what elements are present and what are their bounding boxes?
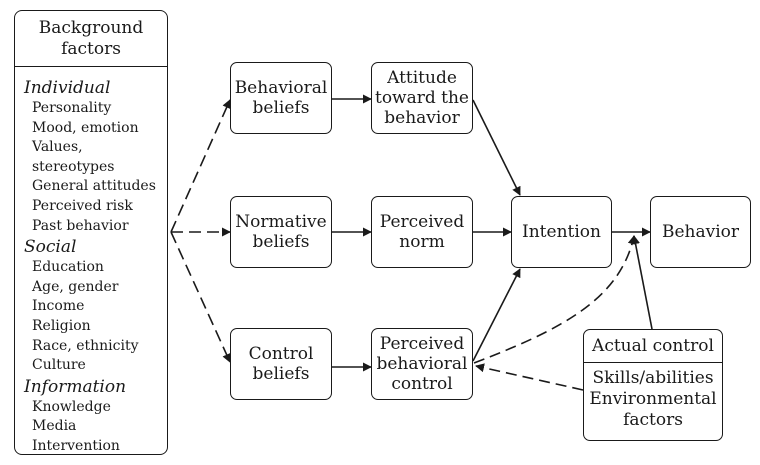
background-factors-list: Individual Personality Mood, emotion Val… [24,77,167,457]
factor-item: Past behavior [32,217,129,234]
behavioral-beliefs-line-2: beliefs [252,98,310,118]
behavior-box: Behavior [650,196,751,268]
actual-control-line-2: Environmental [589,389,717,409]
background-title-line-2: factors [61,39,121,59]
arrow-pbc-to-intention [472,268,521,362]
category-information: Information [24,376,127,397]
actual-control-line-3: factors [623,410,683,430]
factor-item: Mood, emotion [32,119,139,136]
dashed-arrow-to-behavioral-beliefs [170,99,231,233]
dashed-arrow-to-control-beliefs [170,231,231,363]
background-factors-title: Background factors [15,11,167,67]
control-beliefs-box: Control beliefs [230,328,332,400]
perceived-norm-line-2: norm [399,232,445,252]
pbc-line-3: control [391,374,453,394]
pbc-line-1: Perceived [379,334,465,354]
background-title-line-1: Background [38,18,144,38]
factor-item: Perceived risk [32,197,133,214]
arrow-actual-control-to-behavior [631,235,653,330]
dashed-arrow-pbc-to-behavior [473,235,637,364]
factor-item: Personality [32,100,112,116]
factor-item: Religion [32,317,91,334]
factor-item: Race, ethnicity [32,337,139,354]
arrow-attitude-to-intention [472,99,521,196]
factor-item: Culture [32,357,86,374]
control-beliefs-line-2: beliefs [252,364,310,384]
normative-beliefs-line-2: beliefs [252,232,310,252]
pbc-line-2: behavioral [376,354,468,374]
attitude-line-3: behavior [384,108,460,128]
factor-item: Age, gender [32,278,119,295]
intention-box: Intention [511,196,612,268]
actual-control-title: Actual control [584,330,722,363]
normative-beliefs-line-1: Normative [235,212,327,232]
factor-item: Income [32,298,85,315]
factor-item: Knowledge [32,398,111,415]
perceived-norm-box: Perceived norm [371,196,473,268]
factor-item: Intervention [32,437,120,454]
behavioral-beliefs-line-1: Behavioral [234,78,328,98]
control-beliefs-line-1: Control [248,344,314,364]
factor-item: General attitudes [32,178,156,195]
factor-item: Education [32,259,104,276]
perceived-behavioral-control-box: Perceived behavioral control [371,328,473,400]
intention-label: Intention [522,222,601,242]
attitude-box: Attitude toward the behavior [371,62,473,134]
category-social: Social [24,237,77,258]
behavior-label: Behavior [661,222,740,242]
actual-control-box: Actual control Skills/abilities Environm… [583,329,723,441]
actual-control-body: Skills/abilities Environmental factors [584,363,722,431]
normative-beliefs-box: Normative beliefs [230,196,332,268]
attitude-line-1: Attitude [387,68,457,88]
factor-item: Values, stereotypes [32,139,115,175]
actual-control-line-1: Skills/abilities [592,368,714,388]
dashed-arrow-actual-control-to-pbc [475,363,584,391]
behavioral-beliefs-box: Behavioral beliefs [230,62,332,134]
perceived-norm-line-1: Perceived [379,212,465,232]
background-factors-panel: Background factors Individual Personalit… [14,10,168,455]
category-individual: Individual [24,78,111,98]
attitude-line-2: toward the [374,88,469,108]
factor-item: Media [32,418,77,435]
